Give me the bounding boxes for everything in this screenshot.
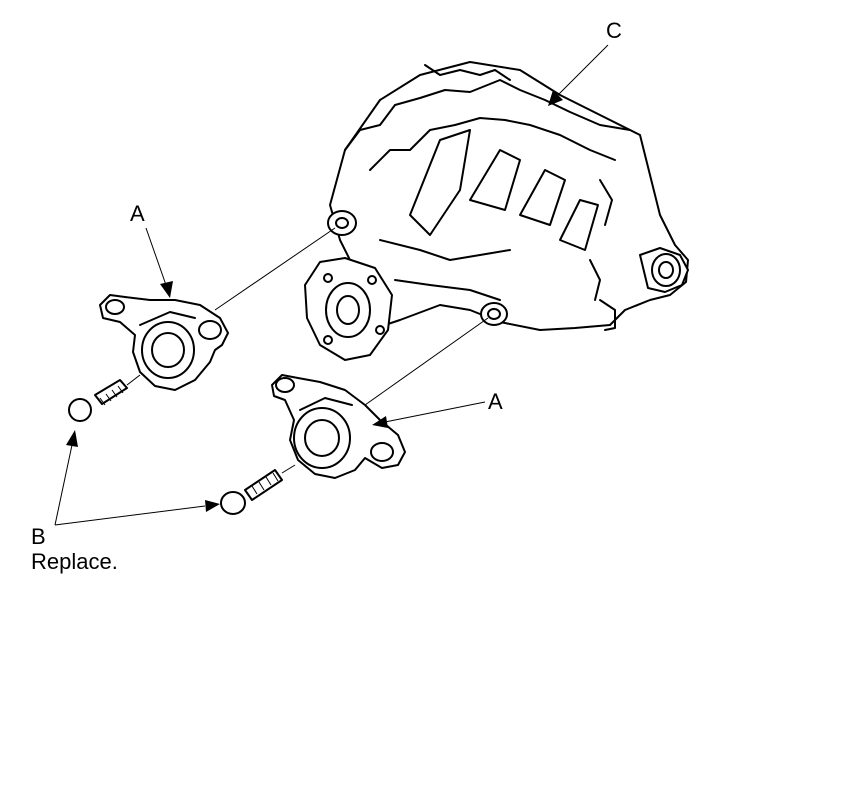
mount-bushing-upper: [99, 294, 229, 391]
callout-label-a-lower: A: [488, 389, 503, 414]
leader-b: [54, 430, 220, 526]
bolt-upper: [68, 379, 128, 422]
callout-note-replace: Replace.: [31, 549, 118, 574]
callout-label-b: B: [31, 524, 46, 549]
leader-a-upper: [145, 227, 173, 298]
mount-bushing-lower: [271, 374, 406, 479]
callout-label-a-upper: A: [130, 201, 145, 226]
leader-c: [548, 44, 609, 106]
leader-a-lower: [372, 401, 486, 428]
differential-housing: [304, 61, 689, 361]
callout-label-c: C: [606, 18, 622, 43]
alignment-lines: [126, 227, 489, 474]
bolt-lower: [220, 469, 283, 515]
